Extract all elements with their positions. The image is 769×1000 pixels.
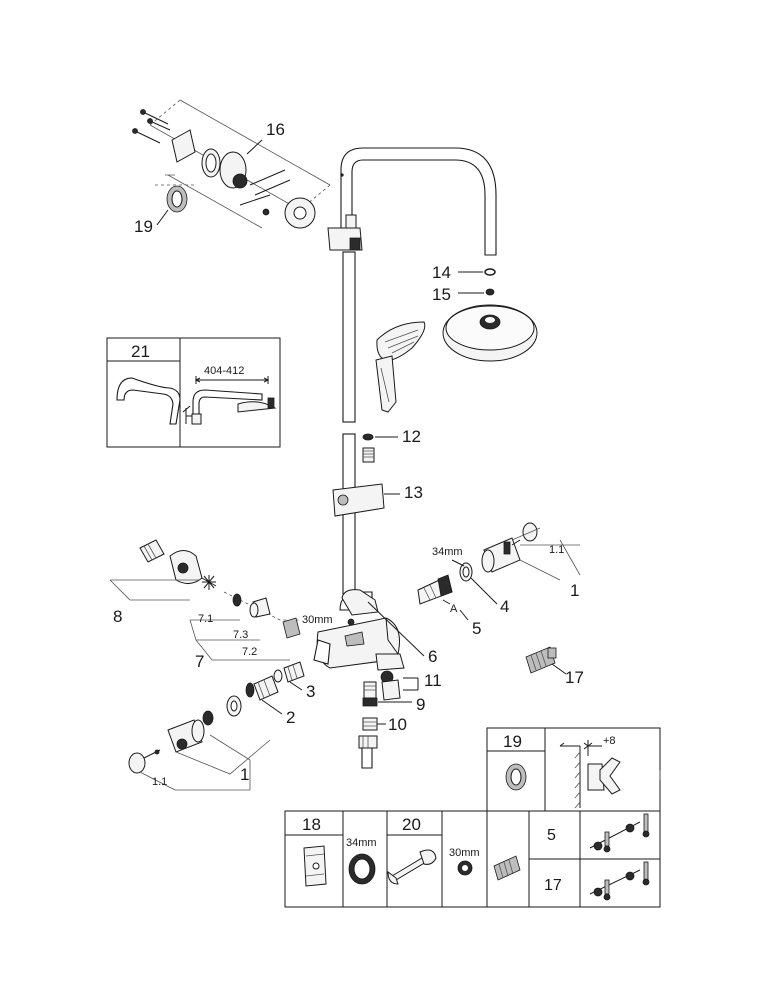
thermometer-icon (589, 861, 650, 901)
hose-connector (362, 433, 375, 463)
callout-2: 2 (286, 708, 295, 727)
callout-6: 6 (428, 647, 437, 666)
callout-7: 7 (195, 652, 204, 671)
callout-12: 12 (402, 427, 421, 446)
connector-icon (525, 646, 557, 674)
shower-riser (327, 147, 497, 595)
table-dim-34: 34mm (346, 837, 377, 849)
callout-11: 11 (424, 671, 442, 690)
callout-9: 9 (416, 695, 425, 714)
callout-7-1: 7.1 (198, 613, 213, 625)
callout-10: 10 (388, 715, 407, 734)
inset-19-label: 19 (503, 732, 522, 751)
right-connection-assembly: 34mm (417, 522, 581, 605)
thermostatic-mixer (313, 589, 405, 671)
table-col-20: 20 (402, 815, 421, 834)
table-row-17: 17 (544, 877, 562, 894)
table-dim-30: 30mm (449, 847, 480, 859)
offset-dimension: +8 (603, 735, 616, 747)
table-row-5: 5 (547, 827, 556, 844)
callout-13: 13 (404, 483, 423, 502)
left-connection-assembly: 30mm (109, 539, 333, 661)
hand-shower (375, 321, 426, 413)
shower-outlet-valve (362, 681, 378, 707)
callout-19: 19 (134, 217, 153, 236)
callout-16: 16 (266, 120, 285, 139)
callout-14: 14 (432, 263, 451, 282)
callout-1-left: 1 (240, 765, 249, 784)
callout-5: 5 (472, 619, 481, 638)
nut-30-label: 30mm (302, 614, 333, 626)
arm-range-dimension: 404-412 (204, 365, 244, 377)
head-shower (442, 268, 538, 362)
table-col-18: 18 (302, 815, 321, 834)
nut-34-label: 34mm (432, 546, 463, 558)
callout-7-3: 7.3 (233, 629, 248, 641)
callout-1-right: 1 (570, 581, 579, 600)
connector-icon (493, 855, 521, 881)
cover-sleeve-left (128, 710, 271, 791)
nut-icon (348, 853, 376, 885)
pipe-tool-icon (303, 845, 327, 887)
callout-5-a: A (450, 603, 458, 615)
callout-1-1-right: 1.1 (549, 544, 564, 556)
screw-icon (132, 109, 171, 144)
wall-mount-assembly (132, 99, 331, 229)
wrench-icon (387, 849, 437, 885)
nut-icon (457, 860, 473, 876)
callout-7-2: 7.2 (242, 646, 257, 658)
callout-17: 17 (565, 668, 584, 687)
callout-4: 4 (500, 597, 509, 616)
eccentric-connector (273, 661, 305, 683)
callout-8: 8 (113, 607, 122, 626)
callout-1-1-left: 1.1 (152, 776, 167, 788)
inset-21-label: 21 (131, 342, 150, 361)
inset-19: 19 +8 (486, 727, 661, 812)
callout-3: 3 (306, 682, 315, 701)
accessory-table: 18 20 34mm 30mm 5 17 (284, 810, 661, 908)
check-valve (226, 675, 279, 717)
bottom-outlet (358, 717, 378, 769)
thermometer-icon (589, 813, 650, 853)
inset-21: 21 404-412 (106, 337, 281, 448)
diverter-cartridge (380, 670, 401, 701)
callout-15: 15 (432, 285, 451, 304)
